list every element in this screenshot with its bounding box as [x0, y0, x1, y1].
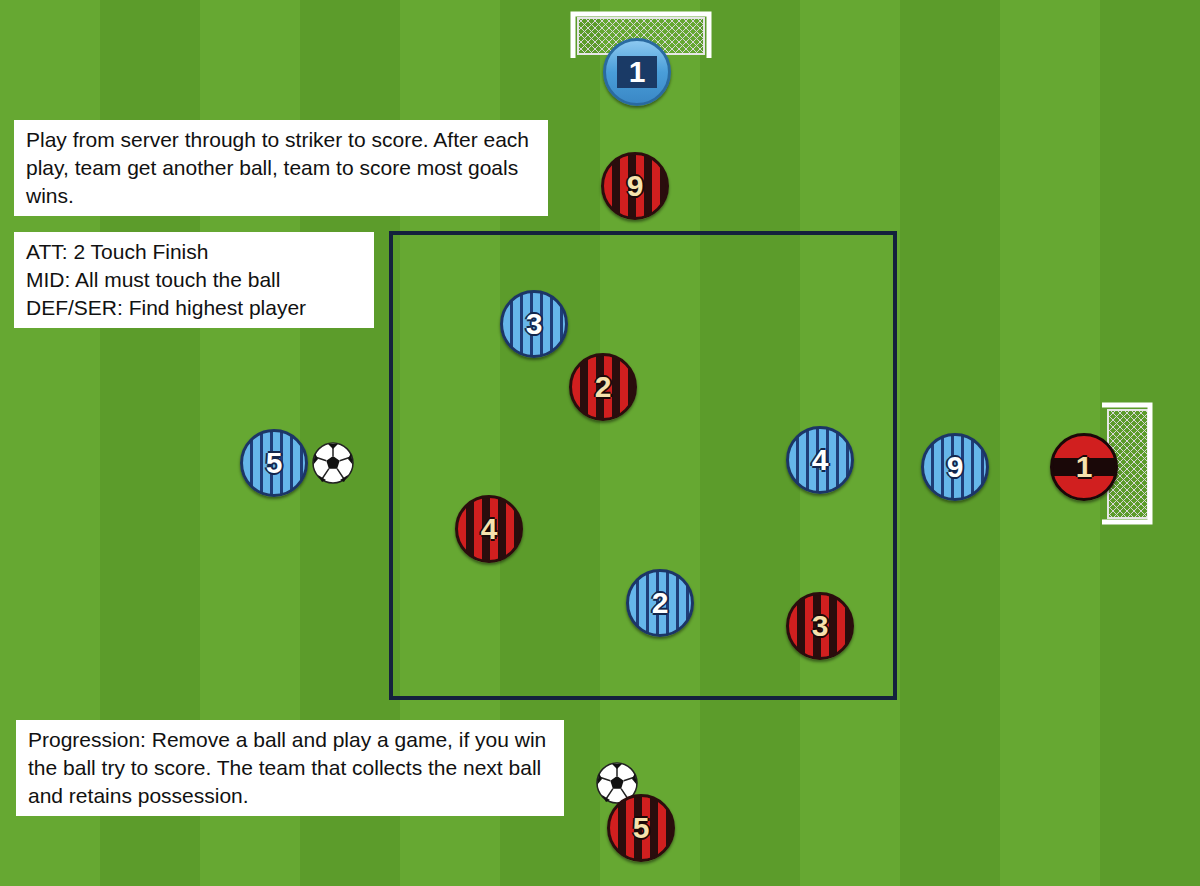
player-number: 5	[266, 447, 283, 479]
player-token: 1	[1050, 433, 1118, 501]
instruction-text: ATT: 2 Touch Finish	[26, 238, 362, 266]
player-token: 3	[786, 592, 854, 660]
instruction-box: Progression: Remove a ball and play a ga…	[16, 720, 564, 816]
player-token: 3	[500, 290, 568, 358]
player-token: 5	[240, 429, 308, 497]
player-token: 9	[921, 433, 989, 501]
player-token: 4	[455, 495, 523, 563]
instruction-text: DEF/SER: Find highest player	[26, 294, 362, 322]
instruction-box: ATT: 2 Touch FinishMID: All must touch t…	[14, 232, 374, 328]
player-token: 2	[569, 353, 637, 421]
player-number: 2	[652, 587, 669, 619]
player-token: 9	[601, 152, 669, 220]
player-token: 4	[786, 426, 854, 494]
player-number: 4	[481, 513, 498, 545]
instruction-text: Play from server through to striker to s…	[26, 126, 536, 210]
player-number: 1	[617, 56, 658, 88]
player-number: 4	[812, 444, 829, 476]
player-token: 5	[607, 794, 675, 862]
instruction-text: Progression: Remove a ball and play a ga…	[28, 726, 552, 810]
player-number: 2	[595, 371, 612, 403]
instruction-text: MID: All must touch the ball	[26, 266, 362, 294]
player-token: 1	[603, 38, 671, 106]
player-number: 9	[627, 170, 644, 202]
player-number: 3	[526, 308, 543, 340]
player-number: 9	[947, 451, 964, 483]
player-number: 3	[812, 610, 829, 642]
ball	[313, 443, 353, 483]
player-token: 2	[626, 569, 694, 637]
playing-area	[391, 233, 895, 698]
player-number: 5	[633, 812, 650, 844]
instruction-box: Play from server through to striker to s…	[14, 120, 548, 216]
player-number: 1	[1076, 451, 1093, 483]
